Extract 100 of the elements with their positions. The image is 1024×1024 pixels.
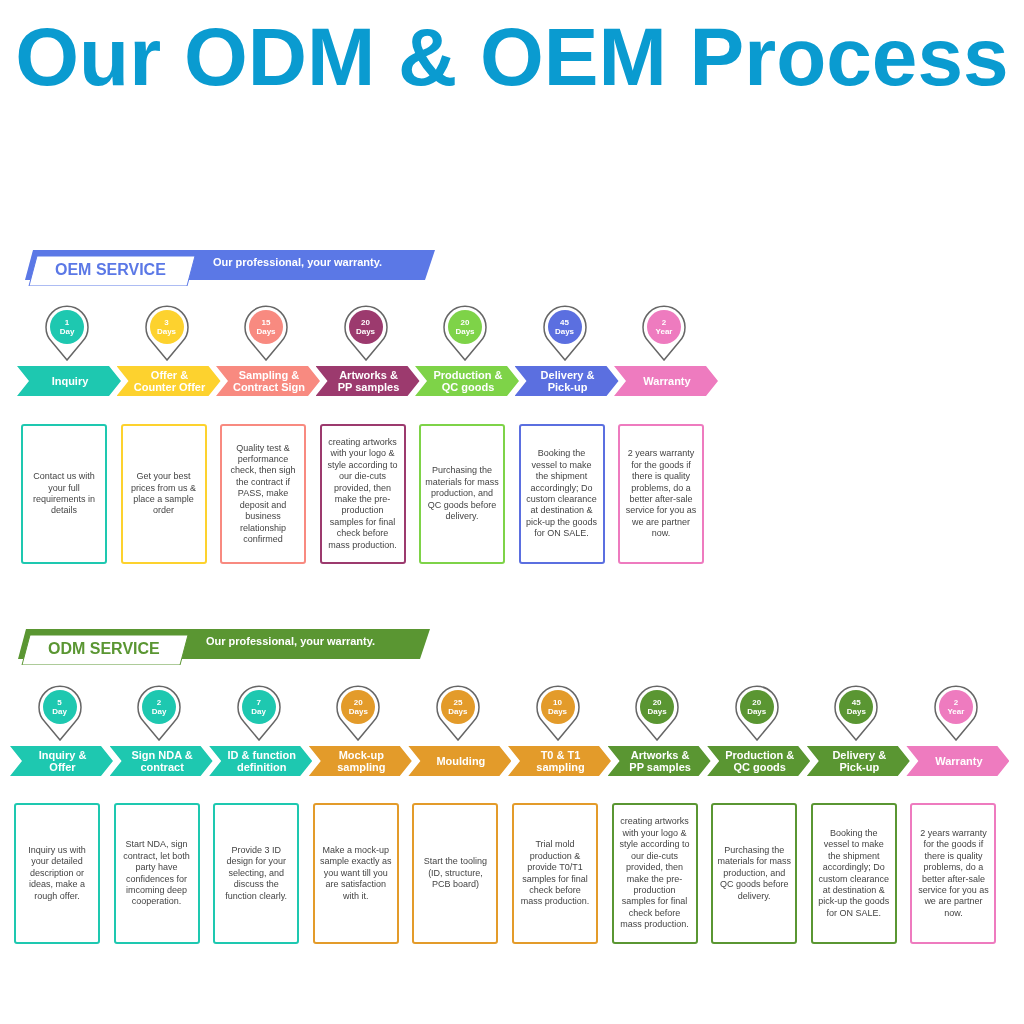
duration-label: 10 Days <box>547 697 568 717</box>
duration-pin <box>143 304 190 362</box>
duration-label: 25 Days <box>448 697 468 717</box>
description-card <box>412 803 499 944</box>
section-title: OEM SERVICE <box>55 260 166 280</box>
duration-pin <box>243 304 289 362</box>
duration-label: 1 Day <box>59 317 75 337</box>
process-step <box>17 366 121 396</box>
process-step <box>315 366 420 396</box>
step-label: T0 & T1 sampling <box>535 748 586 774</box>
duration-pin <box>434 684 481 742</box>
step-description: creating artworks with your logo & style according to our die-cuts provided, then make the pre-production samples for final check before mass production. <box>326 436 399 552</box>
duration-pin <box>733 684 780 742</box>
step-label: Artworks & PP samples <box>336 368 401 394</box>
description-card <box>611 803 698 944</box>
step-description: Get your best prices from us & place a sample order <box>130 471 197 517</box>
description-card <box>711 803 798 944</box>
process-step <box>607 746 711 776</box>
duration-label: 3 Days <box>156 317 177 337</box>
process-step <box>408 746 512 776</box>
process-step <box>116 366 221 396</box>
duration-pin <box>932 684 979 742</box>
section-banner <box>25 250 435 286</box>
description-card <box>312 803 399 944</box>
duration-pin <box>335 684 382 742</box>
step-label: Offer & Counter Offer <box>132 368 207 394</box>
duration-pin <box>833 684 880 742</box>
step-label: ID & function definition <box>226 748 297 774</box>
section-banner <box>18 629 430 665</box>
process-step <box>614 366 718 396</box>
description-card <box>14 803 100 944</box>
duration-label: 20 Days <box>348 697 368 717</box>
step-description: Purchasing the materials for mass production, and QC goods before delivery. <box>717 844 792 903</box>
step-label: Delivery & Pick-up <box>539 368 596 394</box>
description-card <box>512 803 598 944</box>
description-card <box>419 424 505 564</box>
description-card <box>319 424 406 564</box>
tagline: Our professional, your warranty. <box>206 635 376 649</box>
duration-label: 7 Day <box>251 697 267 717</box>
step-label: Delivery & Pick-up <box>831 748 888 774</box>
step-label: Sampling & Contract Sign <box>232 368 306 394</box>
duration-pin <box>342 304 389 362</box>
description-card <box>910 803 997 944</box>
step-description: 2 years warranty for the goods if there is quality problems, do a better after-sale service for you as we are partner now. <box>624 448 698 540</box>
process-step <box>109 746 213 776</box>
duration-label: 15 Days <box>256 317 276 337</box>
description-card <box>810 803 897 944</box>
duration-pin <box>442 304 488 362</box>
duration-label: 5 Day <box>52 697 67 717</box>
duration-label: 20 Days <box>647 697 667 717</box>
step-description: 2 years warranty for the goods if there is quality problems, do a better after-sale service for you as we are partner now. <box>917 827 990 920</box>
duration-pin <box>534 684 581 742</box>
duration-pin <box>634 684 681 742</box>
duration-label: 20 Days <box>747 697 767 717</box>
step-description: Contact us with your full requirements in details <box>32 471 96 517</box>
process-step <box>308 746 412 776</box>
step-label: Inquiry & Offer <box>37 748 88 774</box>
description-card <box>618 424 704 564</box>
process-step <box>514 366 619 396</box>
step-label: Inquiry <box>51 374 89 388</box>
description-card <box>220 424 306 564</box>
title: Our ODM & OEM Process <box>14 10 1010 104</box>
description-card <box>113 803 200 944</box>
step-description: Start NDA, sign contract, let both party have confidences for imcoming deep cooperation. <box>122 839 191 908</box>
step-label: Warranty <box>935 754 983 768</box>
description-card <box>120 424 207 564</box>
process-step <box>209 746 313 776</box>
step-description: Start the tooling (ID, structure, PCB board) <box>422 856 488 891</box>
process-step <box>707 746 811 776</box>
duration-pin <box>541 304 588 362</box>
step-description: creating artworks with your logo & style according to our die-cuts provided, then make the pre-production samples for final check before mass production. <box>618 816 691 931</box>
duration-label: 20 Days <box>455 317 475 337</box>
duration-pin <box>641 304 687 362</box>
duration-label: 2 Day <box>151 697 167 717</box>
duration-pin <box>136 684 183 742</box>
process-step <box>806 746 910 776</box>
process-step <box>10 746 113 776</box>
step-description: Inquiry us with your detailed description or ideas, make a rough offer. <box>27 844 87 903</box>
description-card <box>21 424 107 564</box>
step-description: Provide 3 ID design for your selecting, and discuss the function clearly. <box>224 844 289 903</box>
section-title: ODM SERVICE <box>48 639 160 659</box>
step-label: Production & QC goods <box>724 748 796 774</box>
description-card <box>518 424 605 564</box>
description-card <box>213 803 300 944</box>
step-description: Make a mock-up sample exactly as you want till you are satisfaction with it. <box>319 844 393 903</box>
process-step <box>415 366 519 396</box>
step-description: Trial mold production & provide T0/T1 samples for final check before mass production. <box>519 839 591 908</box>
process-step <box>508 746 611 776</box>
step-label: Mock-up sampling <box>336 748 387 774</box>
step-description: Booking the vessel to make the shipment accordingly; Do custom clearance at destination & pick-up the goods for ON SALE. <box>817 827 891 920</box>
duration-label: 45 Days <box>554 317 575 337</box>
duration-label: 20 Days <box>355 317 376 337</box>
process-step <box>216 366 320 396</box>
process-step <box>906 746 1010 776</box>
step-description: Booking the vessel to make the shipment accordingly; Do custom clearance at destination & pick-up the goods for ON SALE. <box>524 448 598 540</box>
step-label: Sign NDA & contract <box>130 748 194 774</box>
duration-pin <box>44 304 90 362</box>
duration-label: 45 Days <box>846 697 866 717</box>
step-description: Quality test & performance check, then sigh the contract if PASS, make deposit and business relationship confirmed <box>229 442 297 546</box>
step-label: Warranty <box>643 374 691 388</box>
